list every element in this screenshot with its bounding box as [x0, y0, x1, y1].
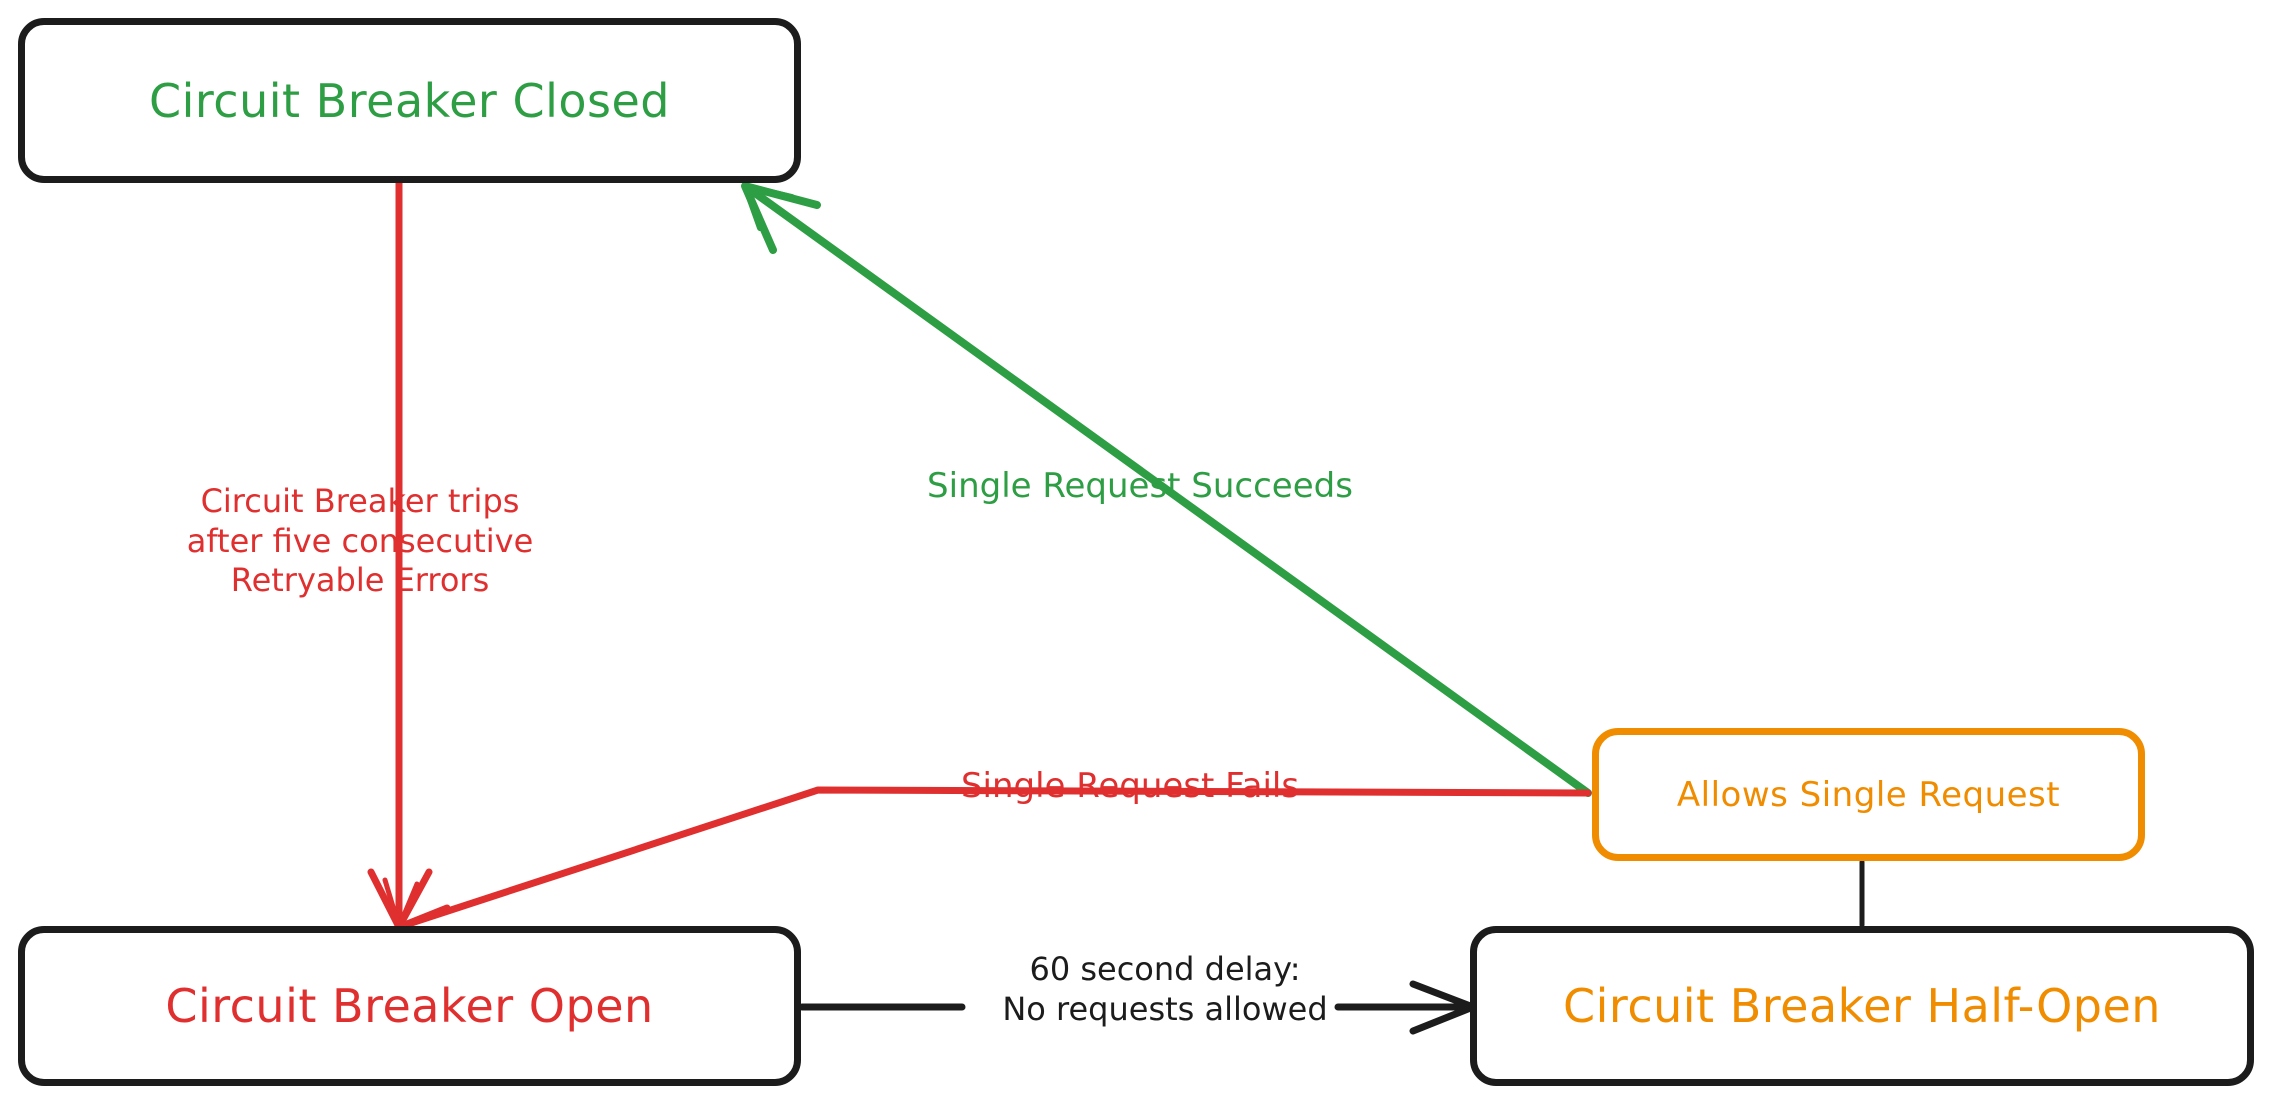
- node-circuit-breaker-closed[interactable]: Circuit Breaker Closed: [18, 18, 801, 183]
- edge-allows-to-closed: [741, 182, 1592, 797]
- node-circuit-breaker-open[interactable]: Circuit Breaker Open: [18, 926, 801, 1086]
- node-label-open: Circuit Breaker Open: [165, 979, 654, 1033]
- edge-label-allows-to-closed: Single Request Succeeds: [927, 466, 1353, 506]
- edge-label-closed-to-open: Circuit Breaker trips after five consecu…: [186, 482, 534, 600]
- node-allows-single-request[interactable]: Allows Single Request: [1592, 728, 2145, 861]
- edge-allows-to-open: [393, 786, 1592, 948]
- edge-label-allows-to-open: Single Request Fails: [960, 766, 1300, 806]
- node-circuit-breaker-half-open[interactable]: Circuit Breaker Half-Open: [1470, 926, 2254, 1086]
- node-label-allows-single-request: Allows Single Request: [1676, 774, 2061, 815]
- node-label-half-open: Circuit Breaker Half-Open: [1563, 979, 2161, 1033]
- node-label-closed: Circuit Breaker Closed: [149, 73, 670, 128]
- edge-label-open-to-half-open: 60 second delay: No requests allowed: [1002, 950, 1328, 1028]
